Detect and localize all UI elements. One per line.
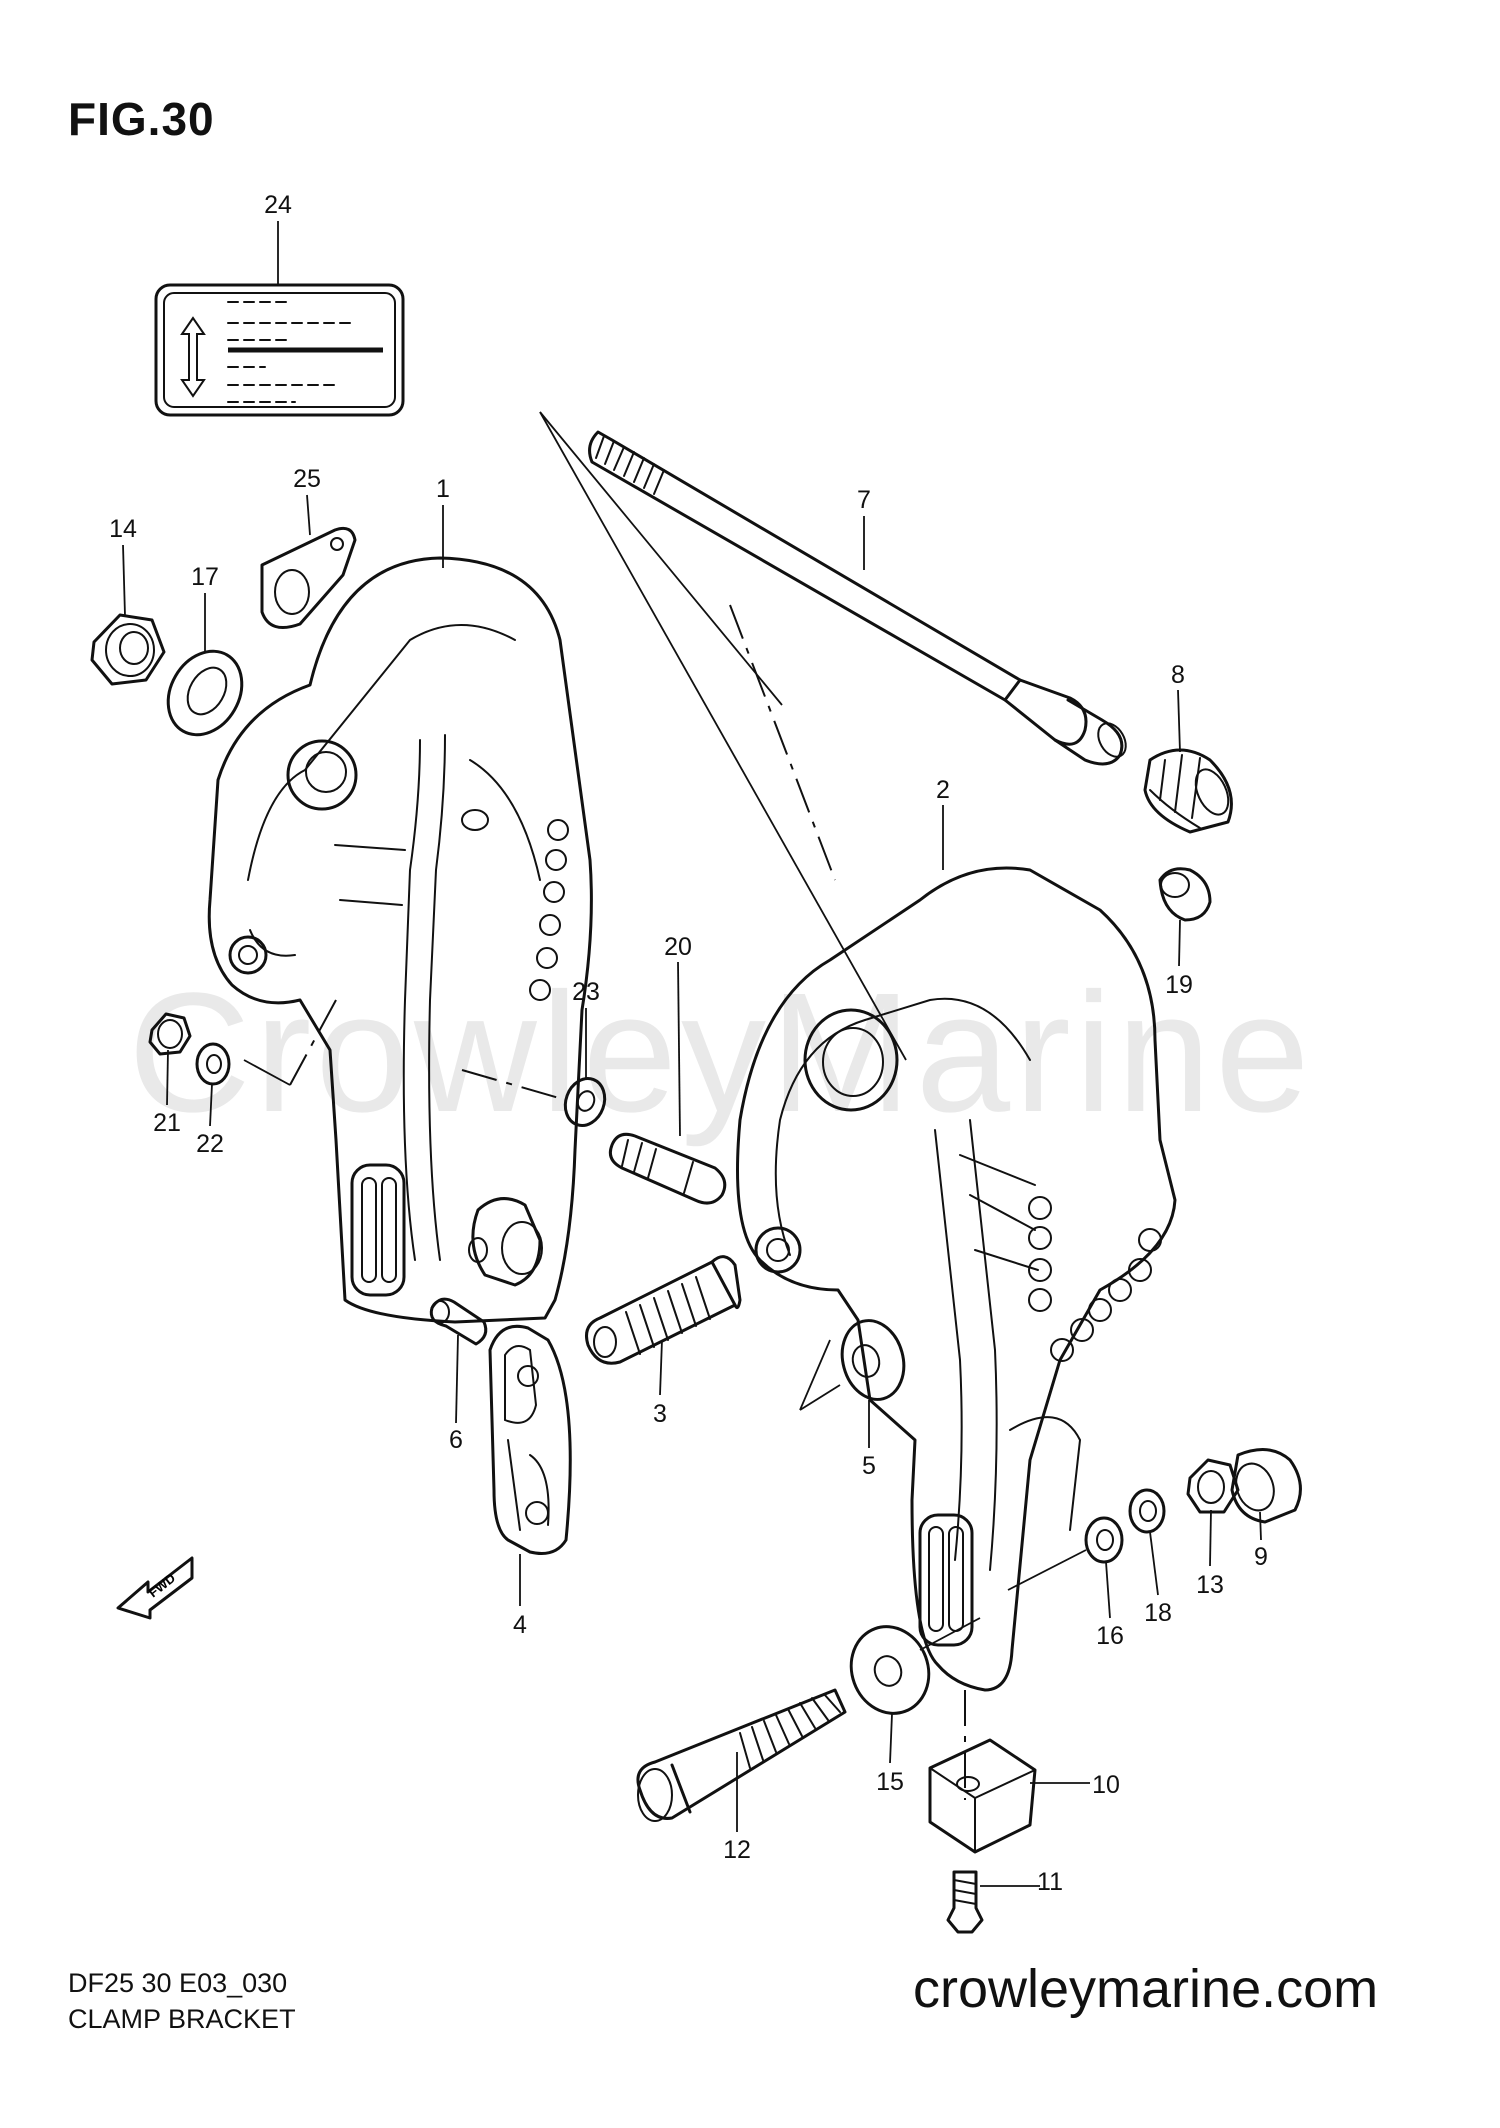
callout-2[interactable]: 2 — [936, 776, 950, 804]
callout-3[interactable]: 3 — [653, 1400, 667, 1428]
callout-19[interactable]: 19 — [1165, 971, 1193, 999]
part-16-washer[interactable] — [1007, 1516, 1124, 1591]
part-19-bushing[interactable] — [1158, 867, 1212, 922]
part-11-small-bolt[interactable] — [946, 1870, 1040, 1934]
part-22-washer[interactable] — [195, 1042, 231, 1086]
part-20-pin[interactable] — [608, 1132, 727, 1205]
part-14-nut[interactable] — [90, 613, 166, 686]
part-4-lever-plate[interactable] — [488, 1324, 572, 1555]
callout-6[interactable]: 6 — [449, 1426, 463, 1454]
part-17-washer[interactable] — [154, 638, 257, 748]
website-link[interactable]: crowleymarine.com — [913, 1959, 1379, 2019]
callout-4[interactable]: 4 — [513, 1611, 527, 1639]
callout-15[interactable]: 15 — [876, 1768, 904, 1796]
callout-24[interactable]: 24 — [264, 191, 292, 219]
callout-9[interactable]: 9 — [1254, 1543, 1268, 1571]
model-code: DF25 30 E03_030 — [68, 1968, 288, 1998]
part-18-washer[interactable] — [1128, 1488, 1166, 1534]
callout-numbers: 1234567891011121314151617181920212223242… — [109, 191, 1268, 1896]
callout-5[interactable]: 5 — [862, 1452, 876, 1480]
callout-1[interactable]: 1 — [436, 475, 450, 503]
part-3-threaded-bolt[interactable] — [585, 1255, 742, 1365]
callout-21[interactable]: 21 — [153, 1109, 181, 1137]
callout-18[interactable]: 18 — [1144, 1599, 1172, 1627]
part-1-clamp-bracket-left[interactable] — [207, 556, 593, 1324]
callout-10[interactable]: 10 — [1092, 1771, 1120, 1799]
part-15-washer[interactable] — [839, 1616, 981, 1725]
part-8-cap-nut[interactable] — [1143, 748, 1235, 834]
callout-12[interactable]: 12 — [723, 1836, 751, 1864]
part-12-long-bolt[interactable] — [636, 1688, 847, 1822]
watermark: CrowleyMarine — [128, 958, 1314, 1148]
part-23-washer[interactable] — [461, 1069, 611, 1131]
part-2-clamp-bracket-right[interactable] — [736, 866, 1177, 1800]
callout-22[interactable]: 22 — [196, 1130, 224, 1158]
fwd-direction-arrow: FWD — [116, 1556, 194, 1620]
part-13-nut[interactable] — [1186, 1458, 1240, 1514]
part-24-caution-label[interactable] — [154, 283, 405, 417]
callout-11[interactable]: 11 — [1037, 1868, 1063, 1896]
callout-20[interactable]: 20 — [664, 933, 692, 961]
part-21-nut[interactable] — [148, 1012, 192, 1056]
part-5-washer[interactable] — [834, 1314, 913, 1407]
leader-lines — [122, 221, 1262, 1832]
callout-14[interactable]: 14 — [109, 515, 137, 543]
callout-17[interactable]: 17 — [191, 563, 219, 591]
callout-16[interactable]: 16 — [1096, 1622, 1124, 1650]
part-7-through-bolt[interactable] — [539, 411, 1131, 1061]
callout-7[interactable]: 7 — [857, 486, 871, 514]
section-name: CLAMP BRACKET — [68, 2004, 296, 2034]
part-6-pin[interactable] — [429, 1297, 488, 1346]
callout-25[interactable]: 25 — [293, 465, 321, 493]
callout-13[interactable]: 13 — [1196, 1571, 1224, 1599]
part-10-block-nut[interactable] — [928, 1738, 1090, 1854]
callout-8[interactable]: 8 — [1171, 661, 1185, 689]
figure-title: FIG.30 — [68, 93, 215, 145]
callout-23[interactable]: 23 — [572, 978, 600, 1006]
part-9-cap[interactable] — [1230, 1448, 1302, 1524]
part-25-plate[interactable] — [260, 526, 357, 629]
fwd-label: FWD — [146, 1570, 179, 1600]
